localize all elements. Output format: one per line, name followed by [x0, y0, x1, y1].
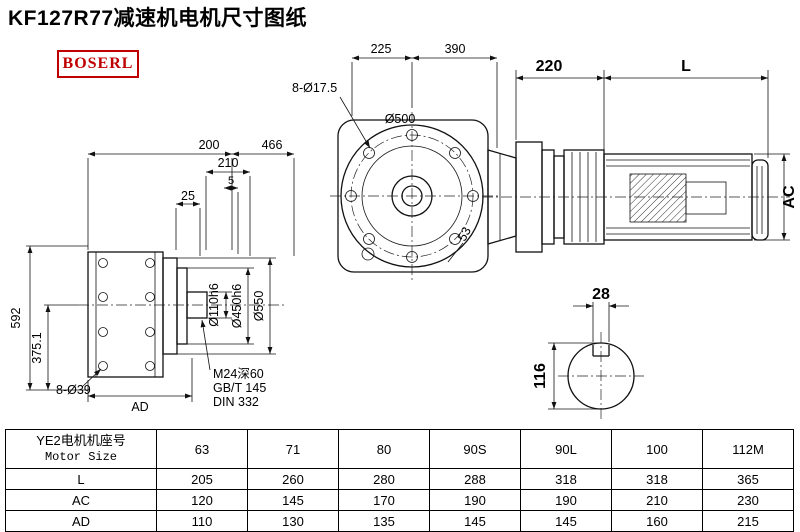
- table-cell-size: 63: [156, 429, 248, 469]
- dim-label-592: 592: [9, 308, 23, 329]
- table-cell: 230: [702, 489, 794, 511]
- table-cell: 130: [247, 510, 339, 532]
- table-cell: 145: [247, 489, 339, 511]
- brand-logo: BOSERL: [57, 50, 139, 78]
- table-cell: 210: [611, 489, 703, 511]
- table-cell: 288: [429, 468, 521, 490]
- shaft-section-view: [558, 332, 644, 420]
- dim-label-25: 25: [181, 189, 195, 203]
- dim-label-5: 5: [228, 175, 234, 187]
- table-header-row: YE2电机机座号 Motor Size 63 71 80 90S 90L 100…: [5, 429, 794, 469]
- motor-size-table: YE2电机机座号 Motor Size 63 71 80 90S 90L 100…: [5, 429, 794, 532]
- header-line-cn: YE2电机机座号: [36, 433, 126, 449]
- table-cell: 205: [156, 468, 248, 490]
- dim-label-AC: AC: [781, 185, 798, 209]
- dim-label-390: 390: [445, 42, 466, 56]
- row-label-L: L: [5, 468, 157, 490]
- dim-label-AD: AD: [131, 400, 148, 414]
- table-cell-size: 100: [611, 429, 703, 469]
- table-cell: 318: [520, 468, 612, 490]
- row-label-AD: AD: [5, 510, 157, 532]
- dia-label-110h6: Ø110h6: [207, 283, 221, 327]
- table-row-AD: AD 110 130 135 145 145 160 215: [5, 510, 794, 532]
- table-cell: 190: [520, 489, 612, 511]
- table-cell: 120: [156, 489, 248, 511]
- dim-label-116: 116: [532, 363, 549, 389]
- table-cell-size: 112M: [702, 429, 794, 469]
- note-m24: M24深60: [213, 367, 264, 381]
- dim-label-220: 220: [536, 58, 563, 75]
- dimension-lines-motor: [515, 70, 790, 241]
- dim-label-375-1: 375.1: [30, 332, 44, 363]
- table-header-motor-size: YE2电机机座号 Motor Size: [5, 429, 157, 469]
- table-cell-size: 90L: [520, 429, 612, 469]
- table-cell: 110: [156, 510, 248, 532]
- note-din332: DIN 332: [213, 395, 259, 409]
- table-cell-size: 80: [338, 429, 430, 469]
- dia-label-550: Ø550: [252, 291, 266, 322]
- dia-label-500: Ø500: [385, 112, 416, 126]
- table-cell: 135: [338, 510, 430, 532]
- table-cell: 280: [338, 468, 430, 490]
- note-gbt145: GB/T 145: [213, 381, 266, 395]
- dia-label-450h6: Ø450h6: [230, 284, 244, 329]
- technical-drawing: 225 390 8-Ø17.5 Ø500 53 220 L AC: [9, 42, 798, 420]
- dim-label-466: 466: [262, 138, 283, 152]
- dimension-lines-side: [26, 151, 295, 402]
- table-cell: 160: [611, 510, 703, 532]
- motor-side-view: [482, 141, 790, 253]
- dim-label-210: 210: [218, 156, 239, 170]
- bolt-callout-front: 8-Ø17.5: [292, 81, 337, 95]
- dimension-lines-front: [339, 55, 498, 263]
- dim-label-53: 53: [455, 225, 474, 244]
- table-cell: 145: [520, 510, 612, 532]
- table-cell: 260: [247, 468, 339, 490]
- table-row-AC: AC 120 145 170 190 190 210 230: [5, 489, 794, 511]
- dim-label-200: 200: [199, 138, 220, 152]
- table-cell: 145: [429, 510, 521, 532]
- dimension-lines-section: [548, 302, 629, 410]
- page-title: KF127R77减速机电机尺寸图纸: [8, 7, 308, 30]
- dim-label-225: 225: [371, 42, 392, 56]
- table-cell: 215: [702, 510, 794, 532]
- table-cell: 318: [611, 468, 703, 490]
- table-cell: 170: [338, 489, 430, 511]
- row-label-AC: AC: [5, 489, 157, 511]
- table-cell: 190: [429, 489, 521, 511]
- dim-label-L: L: [681, 58, 691, 75]
- table-cell-size: 71: [247, 429, 339, 469]
- header-line-en: Motor Size: [44, 449, 117, 464]
- front-view-gearbox: [330, 112, 500, 282]
- dim-label-28: 28: [592, 286, 610, 303]
- table-row-L: L 205 260 280 288 318 318 365: [5, 468, 794, 490]
- table-cell: 365: [702, 468, 794, 490]
- table-cell-size: 90S: [429, 429, 521, 469]
- bolt-callout-side: 8-Ø39: [56, 383, 91, 397]
